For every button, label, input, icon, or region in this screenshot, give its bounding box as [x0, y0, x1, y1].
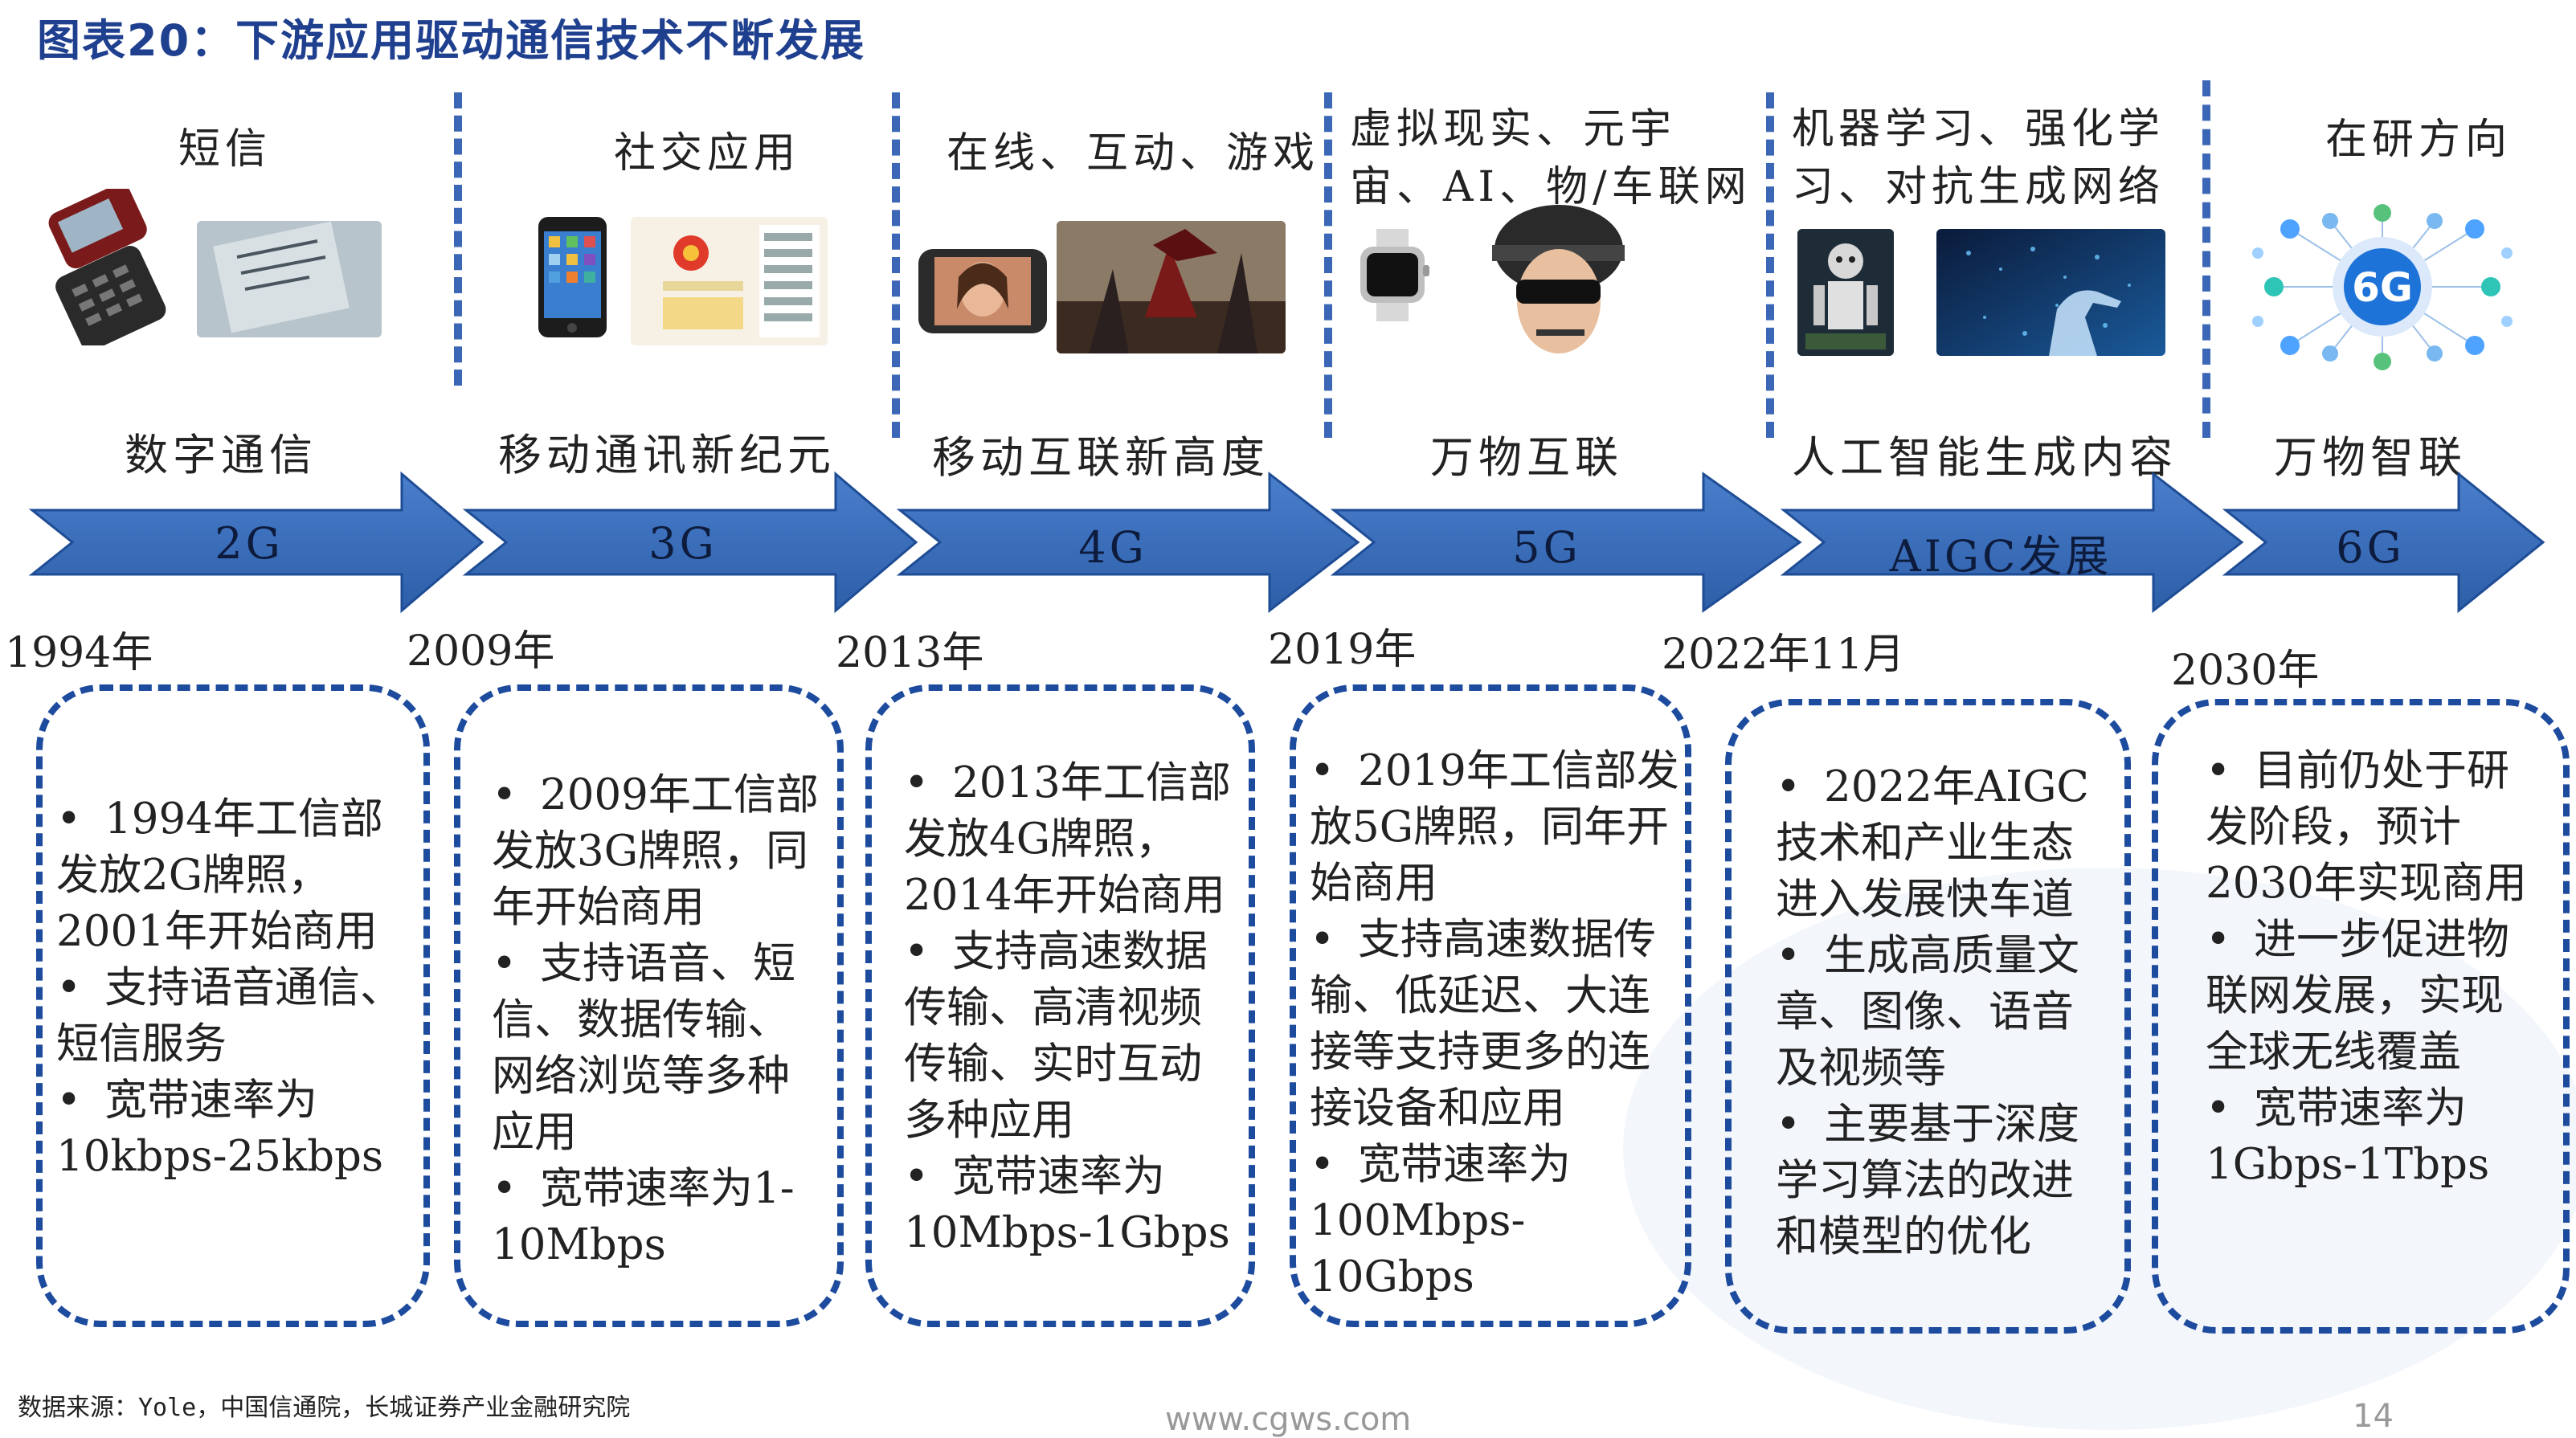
smartwatch-image: [1352, 229, 1433, 321]
arrow-6g: [2222, 471, 2545, 614]
panel-text-2g: •1994年工信部发放2G牌照，2001年开始商用 •支持语音通信、短信服务 •…: [56, 791, 410, 1185]
panel-text-4g: •2013年工信部发放4G牌照，2014年开始商用 •支持高速数据传输、高清视频…: [904, 755, 1241, 1261]
year-label-aigc: 2022年11月: [1662, 631, 1905, 679]
info-panel-3g: [454, 684, 844, 1327]
panel-bullet-2g-1: •1994年工信部发放2G牌照，2001年开始商用: [56, 795, 383, 956]
game-scene-image: [1057, 221, 1286, 353]
era-divider-1: [454, 92, 462, 386]
panel-text-aigc: •2022年AIGC技术和产业生态进入发展快车道 •生成高质量文章、图像、语音及…: [1776, 759, 2113, 1265]
year-label-5g: 2019年: [1268, 626, 1417, 674]
year-label-3g: 2009年: [407, 627, 555, 676]
era-divider-5: [2202, 80, 2210, 438]
timeline-arrows: [28, 471, 2545, 614]
panel-bullet-4g-3: •宽带速率为10Mbps-1Gbps: [904, 1152, 1230, 1257]
panel-bullet-4g-1: •2013年工信部发放4G牌照，2014年开始商用: [904, 758, 1231, 920]
arrow-label-4g: 4G: [1078, 522, 1147, 573]
panel-bullet-2g-2: •支持语音通信、短信服务: [56, 963, 403, 1068]
panel-text-3g: •2009年工信部发放3G牌照，同年开始商用 •支持语音、短信、数据传输、网络浏…: [492, 767, 829, 1273]
info-panel-6g: [2152, 699, 2570, 1334]
page-number: 14: [2353, 1398, 2394, 1435]
panel-bullet-3g-1: •2009年工信部发放3G牌照，同年开始商用: [492, 770, 819, 932]
arrow-5g: [1330, 472, 1802, 613]
era-top-label-aigc: 机器学习、强化学习、对抗生成网络: [1792, 105, 2165, 211]
panel-bullet-aigc-2: •生成高质量文章、图像、语音及视频等: [1776, 931, 2079, 1093]
panel-bullet-3g-3: •宽带速率为1-10Mbps: [492, 1164, 795, 1269]
era-name-4g: 移动互联新高度: [932, 432, 1270, 483]
year-label-6g: 2030年: [2171, 647, 2320, 695]
era-top-label-4g: 在线、互动、游戏: [946, 129, 1319, 178]
panel-bullet-5g-2: •支持高速数据传输、低延迟、大连接等支持更多的连接设备和应用: [1310, 915, 1656, 1133]
panel-text-5g: •2019年工信部发放5G牌照，同年开始商用 •支持高速数据传输、低延迟、大连接…: [1310, 743, 1679, 1305]
arrow-aigc: [1780, 471, 2244, 614]
era-top-label-5g: 虚拟现实、元宇宙、AI、物/车联网: [1350, 105, 1752, 211]
panel-bullet-3g-2: •支持语音、短信、数据传输、网络浏览等多种应用: [492, 939, 795, 1157]
era-top-label-6g: 在研方向: [2325, 116, 2512, 164]
era-divider-4: [1766, 92, 1774, 438]
era-name-2g: 数字通信: [125, 430, 317, 480]
vr-headset-image: [1488, 201, 1629, 357]
era-name-aigc: 人工智能生成内容: [1792, 432, 2177, 483]
figure-title: 图表20：下游应用驱动通信技术不断发展: [37, 15, 866, 66]
info-panel-aigc: [1725, 699, 2131, 1334]
panel-bullet-2g-3: •宽带速率为10kbps-25kbps: [56, 1076, 384, 1181]
data-source-note: 数据来源：Yole，中国信通院，长城证券产业金融研究院: [18, 1394, 631, 1422]
era-top-label-2g: 短信: [178, 125, 272, 174]
year-label-2g: 1994年: [5, 629, 153, 677]
era-name-5g: 万物互联: [1430, 432, 1623, 483]
panel-bullet-aigc-1: •2022年AIGC技术和产业生态进入发展快车道: [1776, 762, 2089, 924]
smartphone-image: [534, 217, 611, 337]
video-call-phone-image: [918, 245, 1047, 337]
panel-bullet-5g-1: •2019年工信部发放5G牌照，同年开始商用: [1310, 746, 1679, 908]
era-name-3g: 移动通讯新纪元: [498, 430, 836, 480]
era-divider-2: [892, 92, 900, 438]
era-divider-3: [1324, 92, 1332, 438]
era-name-6g: 万物智联: [2274, 432, 2467, 483]
arrow-label-aigc: AIGC发展: [1889, 531, 2112, 582]
panel-bullet-6g-3: •宽带速率为1Gbps-1Tbps: [2206, 1084, 2490, 1189]
robot-image: [1797, 229, 1894, 356]
year-label-4g: 2013年: [836, 629, 984, 677]
panel-text-6g: •目前仍处于研发阶段，预计2030年实现商用 •进一步促进物联网发展，实现全球无…: [2206, 743, 2543, 1193]
sms-screen-image: [197, 221, 382, 337]
panel-bullet-5g-3: •宽带速率为100Mbps-10Gbps: [1310, 1140, 1571, 1301]
6g-icon-label: 6G: [2352, 263, 2413, 311]
panel-bullet-6g-1: •目前仍处于研发阶段，预计2030年实现商用: [2206, 746, 2527, 908]
panel-bullet-6g-2: •进一步促进物联网发展，实现全球无线覆盖: [2206, 915, 2509, 1076]
social-app-screenshot-image: [631, 217, 828, 345]
footer-url[interactable]: www.cgws.com: [1165, 1401, 1412, 1438]
arrow-2g: [28, 471, 485, 614]
era-top-label-3g: 社交应用: [613, 129, 800, 178]
panel-bullet-4g-2: •支持高速数据传输、高清视频传输、实时互动多种应用: [904, 927, 1208, 1145]
arrow-label-6g: 6G: [2336, 522, 2405, 573]
info-panel-2g: [36, 684, 430, 1327]
arrow-3g: [462, 471, 918, 614]
arrow-label-5g: 5G: [1512, 522, 1581, 573]
panel-bullet-aigc-3: •主要基于深度学习算法的改进和模型的优化: [1776, 1100, 2079, 1261]
arrow-4g: [896, 471, 1360, 614]
6g-network-icon: 6G: [2242, 197, 2523, 378]
info-panel-4g: [865, 684, 1255, 1327]
arrow-label-2g: 2G: [215, 518, 284, 569]
arrow-label-3g: 3G: [648, 518, 718, 569]
flip-phone-image: [40, 189, 169, 345]
ai-hand-image: [1936, 229, 2165, 356]
info-panel-5g: [1290, 684, 1691, 1327]
background-watermark: [1623, 868, 2576, 1430]
